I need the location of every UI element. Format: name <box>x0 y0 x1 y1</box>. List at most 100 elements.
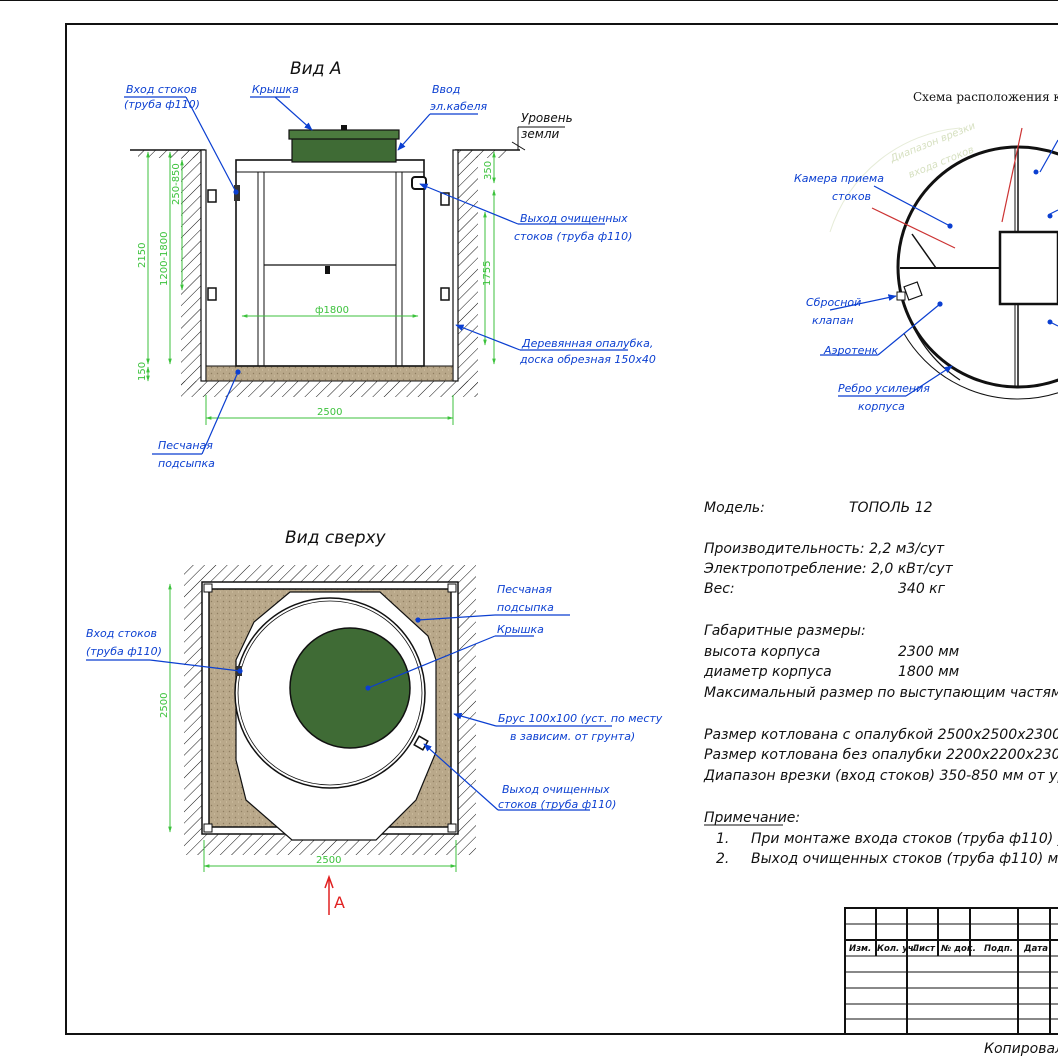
spec-diameter-value: 1800 мм <box>898 664 960 680</box>
view-a-arrow-label: А <box>334 893 345 912</box>
va-formwork-label-2: доска обрезная 150х40 <box>519 353 656 366</box>
inlet-pipe-stub <box>234 185 240 201</box>
dim-2150: 2150 <box>137 243 148 268</box>
tv-outlet-label-1: Выход очищенных <box>502 783 610 796</box>
drawing-frame <box>65 23 1058 1035</box>
spec-dims-header: Габаритные размеры: <box>704 623 866 639</box>
spec-pit-without: Размер котлована без опалубки 2200х2200х… <box>704 747 1058 763</box>
ground-hatch-r <box>462 150 508 158</box>
top-view: Вид сверху 2500 2500 <box>86 528 663 915</box>
scheme-red-line-1 <box>871 207 956 249</box>
spec-note-1-num: 1. <box>716 831 729 847</box>
soil-bottom <box>181 381 478 397</box>
va-sand-label-2: подсыпка <box>158 457 215 470</box>
tv-beam-label-2: в зависим. от грунта) <box>510 730 635 743</box>
spec-diameter-label: диаметр корпуса <box>703 664 832 680</box>
title-block <box>844 907 1058 1035</box>
scheme-chamber-1: Камера приема <box>794 172 884 185</box>
tb-header-4: Подп. <box>984 944 1013 954</box>
scheme-core <box>998 230 1058 306</box>
beam-l2 <box>207 287 217 301</box>
formwork-right <box>452 149 459 382</box>
dim-d1800: ф1800 <box>315 305 349 316</box>
scheme-aerotank: Аэротенк <box>823 344 879 357</box>
spec-weight-label: Вес: <box>704 581 735 597</box>
va-outlet-label-1: Выход очищенных <box>520 212 628 225</box>
beam-r2 <box>440 287 450 301</box>
dim-1200-1800: 1200-1800 <box>159 231 170 286</box>
view-a-title: Вид А <box>290 59 342 79</box>
va-formwork-label-1: Деревянная опалубка, <box>521 337 653 350</box>
tv-inlet-label-1: Вход стоков <box>86 627 157 640</box>
soil-left <box>181 150 201 390</box>
tb-header-1: Кол. уч. <box>877 944 917 954</box>
va-lid-label: Крышка <box>252 83 299 96</box>
dim-1755: 1755 <box>482 261 493 286</box>
specifications: Модель: ТОПОЛЬ 12 Производительность: 2,… <box>703 500 1058 867</box>
tv-lid <box>289 627 411 749</box>
dim-2500-a: 2500 <box>317 407 342 418</box>
tb-copied: Копировал <box>984 1041 1058 1057</box>
lid-handle <box>341 125 347 130</box>
spec-height-label: высота корпуса <box>704 644 820 660</box>
spec-weight-value: 340 кг <box>898 581 946 597</box>
spec-capacity: Производительность: 2,2 м3/сут <box>704 541 945 557</box>
scheme-rib-1: Ребро усиления <box>838 382 930 395</box>
tv-dim-v: 2500 <box>159 693 170 718</box>
dim-350: 350 <box>483 161 494 180</box>
spec-height-value: 2300 мм <box>898 644 960 660</box>
spec-note-2: Выход очищенных стоков (труба ф110) монт… <box>751 851 1058 867</box>
tb-header-3: № док. <box>940 944 976 954</box>
scheme-valve-1: Сбросной <box>806 296 861 309</box>
va-ground-label-1: Уровень <box>521 111 573 125</box>
tv-inlet-label-2: (труба ф110) <box>86 645 162 658</box>
scheme-chamber-2: стоков <box>832 190 871 203</box>
spec-pit-with: Размер котлована с опалубкой 2500х2500х2… <box>704 727 1058 743</box>
va-outlet-label-2: стоков (труба ф110) <box>514 230 632 243</box>
spec-model-value: ТОПОЛЬ 12 <box>849 500 933 516</box>
va-inlet-label-1: Вход стоков <box>126 83 197 96</box>
beam-r1 <box>440 192 450 206</box>
tv-outlet-label-2: стоков (труба ф110) <box>498 798 616 811</box>
va-cable-label-2: эл.кабеля <box>430 100 488 113</box>
va-ground-label-2: земли <box>521 127 559 141</box>
va-sand-label-1: Песчаная <box>158 439 213 452</box>
scheme-valve-2: клапан <box>812 314 854 327</box>
spec-power: Электропотребление: 2,0 кВт/сут <box>703 561 954 577</box>
sand-bed <box>205 365 454 382</box>
ground-hatch-l <box>138 150 198 158</box>
formwork-left <box>200 149 207 382</box>
spec-max-size: Максимальный размер по выступающим частя… <box>704 685 1058 701</box>
dim-150: 150 <box>137 362 148 381</box>
spec-model-label: Модель: <box>704 500 765 516</box>
va-cable-label-1: Ввод <box>432 83 460 96</box>
tank-neck <box>291 137 397 163</box>
top-view-title: Вид сверху <box>285 528 387 548</box>
tv-sand-label-1: Песчаная <box>497 583 552 596</box>
tb-header-0: Изм. <box>849 944 871 954</box>
spec-inlet-range: Диапазон врезки (вход стоков) 350-850 мм… <box>703 768 1058 784</box>
tv-dim-h: 2500 <box>316 855 341 866</box>
tv-lid-label: Крышка <box>497 623 544 636</box>
spec-note-header: Примечание: <box>704 810 800 826</box>
spec-note-2-num: 2. <box>716 851 729 867</box>
layout-scheme: Схема расположения к Диапазон врезки вхо… <box>794 90 1058 413</box>
scheme-rib-2: корпуса <box>858 400 905 413</box>
tv-beam-label-1: Брус 100х100 (уст. по месту <box>498 712 663 725</box>
outlet-pipe-stub <box>411 176 427 190</box>
scheme-valve <box>903 281 923 301</box>
tv-sand-label-2: подсыпка <box>497 601 554 614</box>
beam-l1 <box>207 189 217 203</box>
scheme-red-line-2 <box>1001 127 1023 223</box>
spec-note-1: При монтаже входа стоков (труба ф110) уч… <box>751 831 1058 847</box>
va-inlet-label-2: (труба ф110) <box>124 98 200 111</box>
view-a: Вид А <box>124 59 656 470</box>
tank-fitting <box>325 266 330 274</box>
dim-250-850: 250-850 <box>171 163 182 205</box>
scheme-caption: Схема расположения к <box>913 90 1058 104</box>
tb-header-2: Лист <box>911 944 936 954</box>
tank-lid <box>288 129 400 140</box>
tb-header-5: Дата <box>1023 944 1048 954</box>
soil-right <box>458 150 478 390</box>
